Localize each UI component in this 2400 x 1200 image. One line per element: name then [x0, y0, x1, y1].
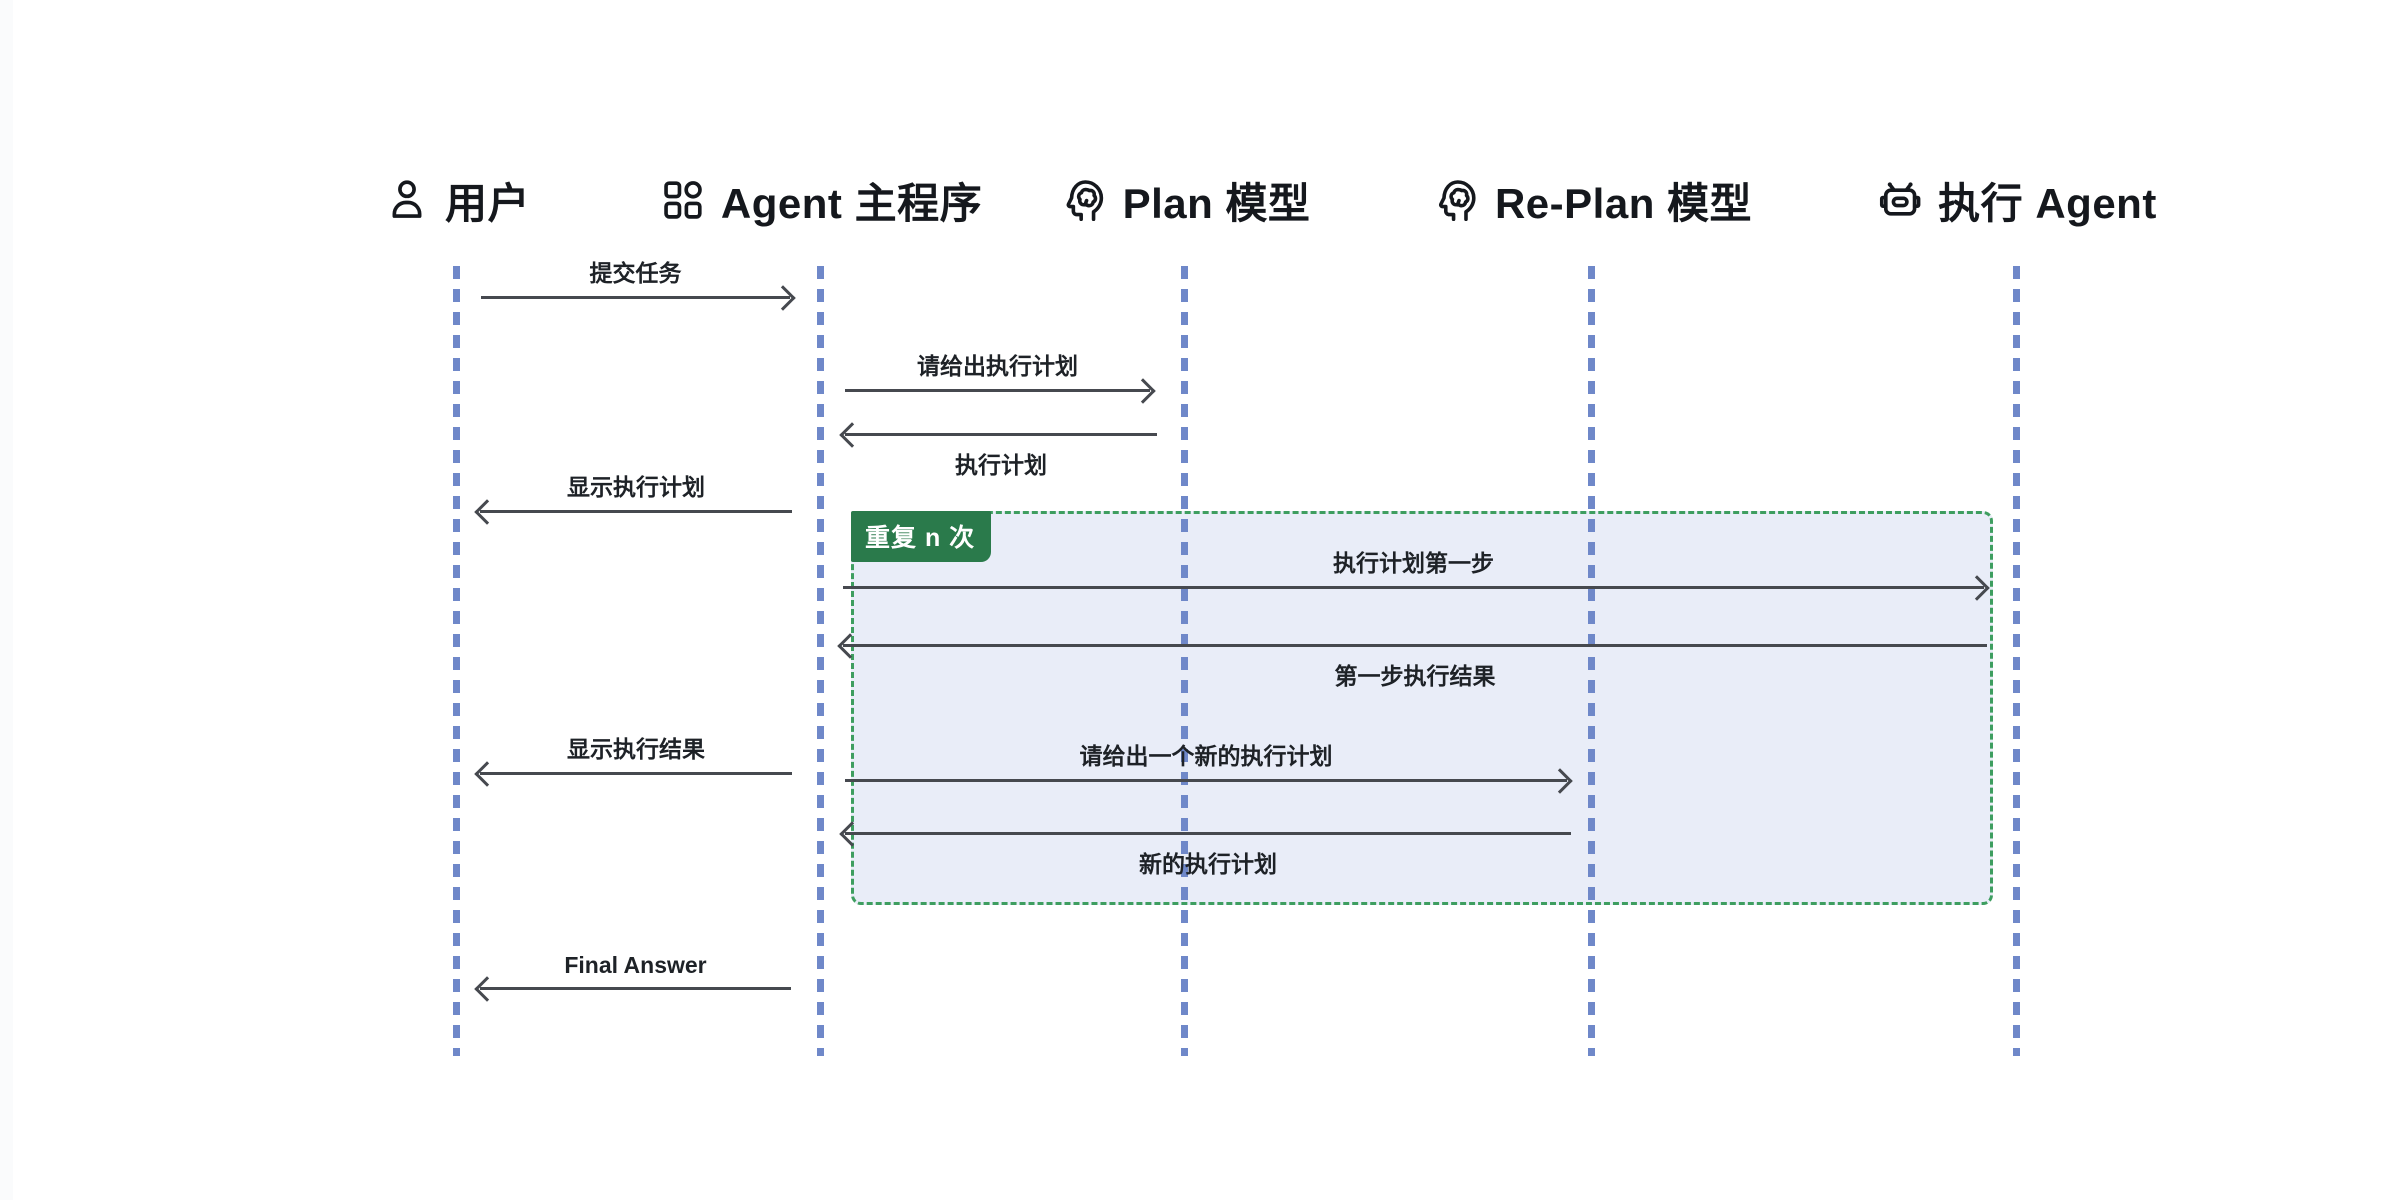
message-arrow: 请给出一个新的执行计划	[845, 743, 1573, 794]
message-label: 执行计划	[955, 452, 1047, 478]
message-arrow: 请给出执行计划	[845, 353, 1156, 404]
arrowhead-icon	[839, 422, 865, 448]
arrowhead-icon	[1964, 575, 1990, 601]
user-icon	[384, 177, 430, 223]
lifeline-plan-model	[1181, 266, 1188, 1056]
arrowhead-icon	[474, 761, 500, 787]
arrowhead-icon	[770, 285, 796, 311]
actor-label: Plan 模型	[1122, 179, 1311, 227]
robot-icon	[1877, 177, 1923, 223]
message-arrow: Final Answer	[474, 952, 791, 1002]
actor-agent-main: Agent 主程序	[660, 172, 982, 228]
arrowhead-icon	[839, 821, 865, 847]
arrowhead-icon	[474, 499, 500, 525]
message-label: 第一步执行结果	[1334, 663, 1496, 689]
actor-exec-agent: 执行 Agent	[1877, 172, 2157, 228]
actor-replan-model: Re-Plan 模型	[1432, 172, 1752, 228]
lifeline-exec-agent	[2013, 266, 2020, 1056]
message-label: 新的执行计划	[1139, 851, 1277, 877]
arrowhead-icon	[1130, 378, 1156, 404]
arrowhead-icon	[1547, 768, 1573, 794]
actor-label: Re-Plan 模型	[1494, 179, 1753, 227]
message-label: 执行计划第一步	[1333, 550, 1494, 576]
message-arrow: 新的执行计划	[839, 821, 1571, 877]
message-arrow: 提交任务	[481, 260, 796, 311]
actor-label: 用户	[444, 179, 531, 227]
actor-plan-model: Plan 模型	[1060, 172, 1311, 228]
message-label: 请给出一个新的执行计划	[1079, 743, 1333, 769]
message-arrow: 执行计划	[839, 422, 1157, 478]
actor-user: 用户	[384, 172, 530, 228]
message-arrow: 第一步执行结果	[837, 633, 1987, 689]
head-brain-icon	[1432, 176, 1480, 224]
arrowhead-icon	[837, 633, 863, 659]
message-label: 显示执行计划	[567, 474, 705, 500]
actor-label: 执行 Agent	[1938, 179, 2157, 227]
message-arrow: 显示执行结果	[474, 736, 792, 787]
message-label: 显示执行结果	[567, 736, 705, 762]
lifeline-replan-model	[1588, 266, 1595, 1056]
message-label: 请给出执行计划	[917, 353, 1078, 379]
lifeline-user	[453, 266, 460, 1056]
loop-label-badge: 重复 n 次	[851, 511, 992, 562]
lifeline-agent-main	[817, 266, 824, 1056]
message-arrow: 执行计划第一步	[843, 550, 1990, 601]
message-label: 提交任务	[589, 260, 682, 286]
actor-label: Agent 主程序	[720, 179, 983, 227]
message-arrow: 显示执行计划	[474, 474, 792, 525]
arrowhead-icon	[474, 976, 500, 1002]
head-brain-icon	[1060, 176, 1108, 224]
grid-icon	[660, 177, 706, 223]
loop-box	[851, 511, 1993, 905]
page-edge-strip	[0, 0, 13, 1200]
message-label: Final Answer	[564, 952, 707, 978]
